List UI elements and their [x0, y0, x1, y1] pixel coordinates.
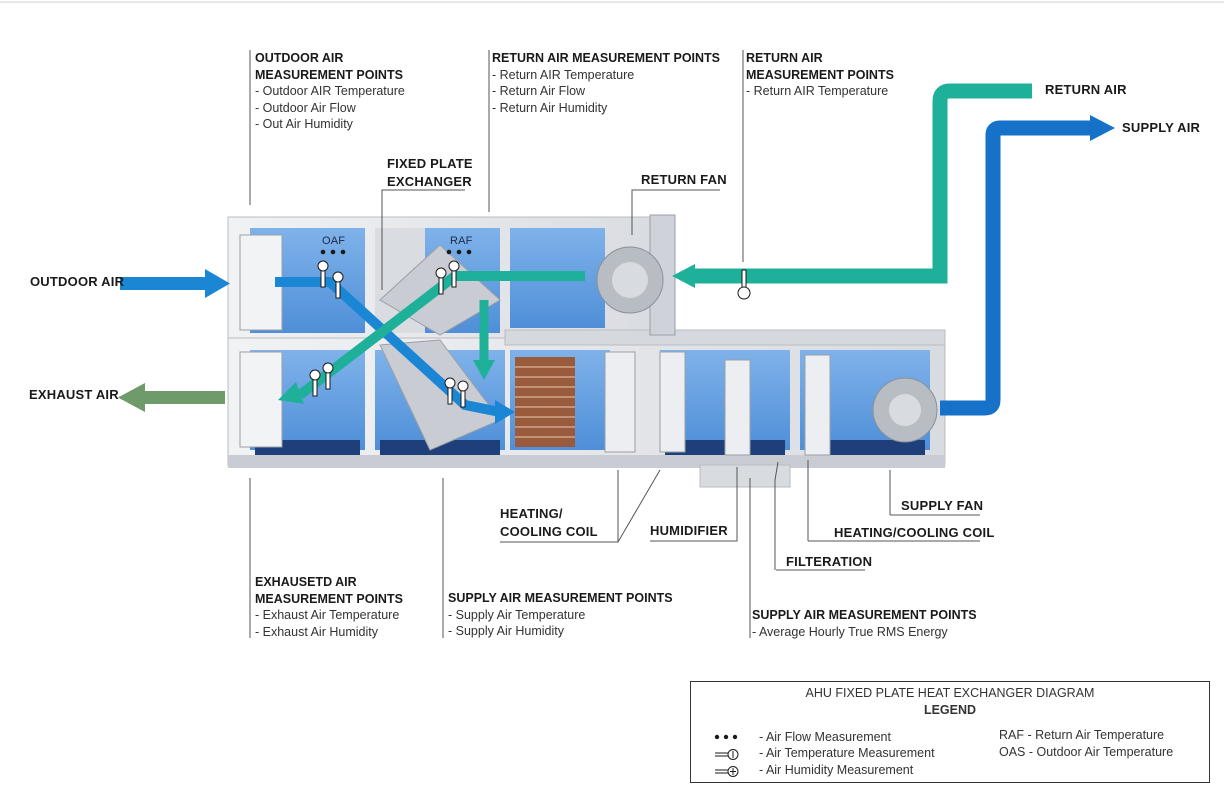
humidifier-label: HUMIDIFIER: [650, 523, 728, 540]
outdoor-measurement-group: OUTDOOR AIR MEASUREMENT POINTS - Outdoor…: [255, 50, 405, 133]
legend-temperature: - Air Temperature Measurement: [759, 746, 935, 760]
humidity-icon: [715, 767, 738, 777]
legend-flow: - Air Flow Measurement: [759, 730, 891, 744]
group-item: - Return Air Humidity: [492, 100, 720, 117]
supply-measurement-group: SUPPLY AIR MEASUREMENT POINTS - Supply A…: [448, 590, 673, 640]
return-air-duct: [672, 91, 1032, 288]
exhaust-measurement-group: EXHAUSETD AIR MEASUREMENT POINTS - Exhau…: [255, 574, 403, 640]
group-title: EXHAUSETD AIR: [255, 574, 403, 591]
group-title: MEASUREMENT POINTS: [746, 67, 894, 84]
thermometer-icon: [715, 750, 738, 760]
fixed-plate-label-1: FIXED PLATE: [387, 156, 473, 173]
group-item: - Out Air Humidity: [255, 116, 405, 133]
raf-tag: RAF: [450, 233, 473, 250]
supply-energy-measurement-group: SUPPLY AIR MEASUREMENT POINTS - Average …: [752, 607, 977, 640]
oaf-tag: OAF: [322, 233, 345, 250]
group-item: - Supply Air Humidity: [448, 623, 673, 640]
exhaust-air-label: EXHAUST AIR: [29, 387, 119, 404]
flow-dots-icon: [715, 735, 737, 739]
legend-title: AHU FIXED PLATE HEAT EXCHANGER DIAGRAM: [691, 686, 1209, 700]
legend-humidity: - Air Humidity Measurement: [759, 763, 913, 777]
group-title: OUTDOOR AIR: [255, 50, 405, 67]
group-item: - Supply Air Temperature: [448, 607, 673, 624]
legend-symbols: [711, 730, 751, 780]
return-fan-label: RETURN FAN: [641, 172, 727, 189]
legend-box: AHU FIXED PLATE HEAT EXCHANGER DIAGRAM L…: [690, 681, 1210, 783]
flow-dots-raf: [447, 250, 472, 255]
heating-coil-left-label-1: HEATING/: [500, 506, 563, 523]
ahu-unit: [228, 215, 945, 487]
group-item: - Return AIR Temperature: [492, 67, 720, 84]
outdoor-air-arrow: [120, 269, 230, 298]
legend-subtitle: LEGEND: [691, 703, 1209, 717]
group-item: - Outdoor AIR Temperature: [255, 83, 405, 100]
group-title: SUPPLY AIR MEASUREMENT POINTS: [448, 590, 673, 607]
flow-dots-oaf: [321, 250, 346, 255]
return-measurement-group: RETURN AIR MEASUREMENT POINTS - Return A…: [492, 50, 720, 116]
group-item: - Return AIR Temperature: [746, 83, 894, 100]
outdoor-air-label: OUTDOOR AIR: [30, 274, 124, 291]
group-title: SUPPLY AIR MEASUREMENT POINTS: [752, 607, 977, 624]
legend-oas: OAS - Outdoor Air Temperature: [999, 745, 1173, 759]
group-title: RETURN AIR: [746, 50, 894, 67]
heating-coil-right-label: HEATING/COOLING COIL: [834, 525, 994, 542]
exhaust-air-arrow: [118, 383, 225, 412]
group-item: - Exhaust Air Temperature: [255, 607, 403, 624]
supply-air-duct: [940, 115, 1115, 408]
group-title: RETURN AIR MEASUREMENT POINTS: [492, 50, 720, 67]
group-item: - Exhaust Air Humidity: [255, 624, 403, 641]
fixed-plate-label-2: EXCHANGER: [387, 174, 472, 191]
group-title: MEASUREMENT POINTS: [255, 67, 405, 84]
group-item: - Outdoor Air Flow: [255, 100, 405, 117]
filteration-label: FILTERATION: [786, 554, 872, 571]
group-title: MEASUREMENT POINTS: [255, 591, 403, 608]
return-duct-measurement-group: RETURN AIR MEASUREMENT POINTS - Return A…: [746, 50, 894, 100]
heating-coil-left-label-2: COOLING COIL: [500, 524, 598, 541]
supply-air-label: SUPPLY AIR: [1122, 120, 1200, 137]
group-item: - Average Hourly True RMS Energy: [752, 624, 977, 641]
group-item: - Return Air Flow: [492, 83, 720, 100]
legend-raf: RAF - Return Air Temperature: [999, 728, 1164, 742]
return-air-label: RETURN AIR: [1045, 82, 1127, 99]
supply-fan-label: SUPPLY FAN: [901, 498, 983, 515]
